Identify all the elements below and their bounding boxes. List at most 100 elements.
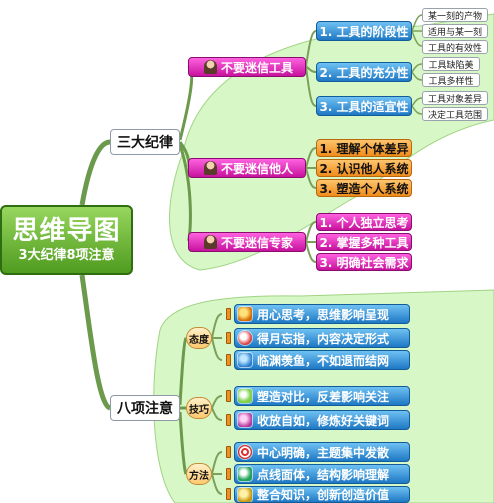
note-leaf[interactable]: 工具的有效性 bbox=[422, 40, 488, 54]
category-attitude[interactable]: 态度 bbox=[186, 327, 212, 349]
group-experts[interactable]: 不要迷信专家 bbox=[188, 232, 306, 252]
item-label: 1. 工具的阶段性 bbox=[319, 24, 409, 39]
note-item[interactable]: 用心思考，思维影响呈现 bbox=[234, 304, 410, 324]
plug-icon bbox=[226, 308, 231, 320]
link-g3-i1 bbox=[305, 221, 317, 243]
note-leaf[interactable]: 某一刻的产物 bbox=[422, 8, 488, 22]
avatar-icon bbox=[203, 60, 217, 74]
link-g1-i1 bbox=[305, 30, 317, 67]
plug-icon bbox=[226, 446, 231, 458]
plug-icon bbox=[226, 332, 231, 344]
note-text: 适用与某一刻 bbox=[427, 27, 482, 38]
note-label: 塑造对比，反差影响关注 bbox=[257, 389, 390, 404]
note-label: 整合知识，创新创造价值 bbox=[257, 488, 390, 502]
note-label: 得月忘指，内容决定形式 bbox=[257, 331, 390, 346]
item-experts-2[interactable]: 2. 掌握多种工具 bbox=[316, 233, 412, 251]
link-b2g2-n1 bbox=[211, 395, 223, 409]
plug-icon bbox=[226, 390, 231, 402]
group-label: 不要迷信工具 bbox=[220, 60, 293, 75]
item-label: 3. 明确社会需求 bbox=[319, 255, 409, 270]
note-text: 工具对象差异 bbox=[427, 94, 482, 105]
group-label: 不要迷信他人 bbox=[220, 161, 293, 176]
item-experts-1[interactable]: 1. 个人独立思考 bbox=[316, 213, 412, 231]
avatar-icon bbox=[203, 161, 217, 175]
branch-label: 三大纪律 bbox=[117, 135, 173, 151]
note-icon bbox=[238, 467, 252, 481]
note-icon bbox=[238, 487, 252, 502]
link-i3-n1 bbox=[411, 97, 423, 107]
note-item[interactable]: 塑造对比，反差影响关注 bbox=[234, 386, 410, 406]
note-leaf[interactable]: 工具对象差异 bbox=[422, 91, 488, 105]
link-b2g3-n3 bbox=[211, 473, 223, 495]
link-i1-n3 bbox=[411, 30, 423, 47]
group-label: 不要迷信专家 bbox=[220, 235, 293, 250]
note-leaf[interactable]: 工具缺陷美 bbox=[422, 57, 480, 71]
item-others-1[interactable]: 1. 理解个体差异 bbox=[316, 139, 412, 157]
note-icon bbox=[238, 353, 252, 367]
item-label: 2. 工具的充分性 bbox=[319, 65, 409, 80]
link-root-branch1 bbox=[79, 139, 111, 206]
note-leaf[interactable]: 工具多样性 bbox=[422, 73, 480, 87]
link-i1-n1 bbox=[411, 14, 423, 32]
note-label: 点线面体，结构影响理解 bbox=[257, 467, 390, 482]
link-i3-n2 bbox=[411, 105, 423, 115]
group-others[interactable]: 不要迷信他人 bbox=[188, 158, 306, 178]
note-icon bbox=[238, 413, 252, 427]
note-icon bbox=[238, 389, 252, 403]
link-g2-i1 bbox=[305, 147, 317, 169]
note-label: 中心明确，主题集中发散 bbox=[257, 445, 390, 460]
note-item[interactable]: 点线面体，结构影响理解 bbox=[234, 464, 410, 484]
note-label: 收放自如，修炼好关键词 bbox=[257, 413, 390, 428]
category-skill[interactable]: 技巧 bbox=[186, 397, 212, 419]
item-label: 3. 工具的适宜性 bbox=[319, 99, 409, 114]
group-tools[interactable]: 不要迷信工具 bbox=[188, 57, 306, 77]
item-label: 2. 认识他人系统 bbox=[319, 161, 409, 176]
note-text: 工具缺陷美 bbox=[428, 60, 474, 71]
item-others-2[interactable]: 2. 认识他人系统 bbox=[316, 159, 412, 177]
plug-icon bbox=[226, 488, 231, 500]
item-others-3[interactable]: 3. 塑造个人系统 bbox=[316, 179, 412, 197]
item-tool-suitability[interactable]: 3. 工具的适宜性 bbox=[316, 96, 412, 116]
note-leaf[interactable]: 决定工具范围 bbox=[422, 107, 488, 121]
root-node[interactable]: 思维导图 3大纪律8项注意 bbox=[0, 205, 133, 275]
root-subtitle: 3大纪律8项注意 bbox=[18, 248, 115, 263]
link-g3-i3 bbox=[305, 241, 317, 263]
note-text: 某一刻的产物 bbox=[427, 11, 482, 22]
avatar-icon bbox=[203, 235, 217, 249]
link-i2-n2 bbox=[411, 71, 423, 81]
link-b2g3-n1 bbox=[211, 451, 223, 475]
note-text: 决定工具范围 bbox=[427, 110, 482, 121]
note-icon bbox=[238, 331, 252, 345]
note-item[interactable]: 中心明确，主题集中发散 bbox=[234, 442, 410, 462]
note-icon bbox=[238, 445, 252, 459]
category-label: 方法 bbox=[189, 470, 209, 482]
note-text: 工具的有效性 bbox=[427, 43, 482, 54]
note-item[interactable]: 临渊羡鱼，不如退而结网 bbox=[234, 350, 410, 370]
link-b2-g3 bbox=[178, 411, 188, 475]
note-item[interactable]: 整合知识，创新创造价值 bbox=[234, 486, 410, 503]
link-root-branch2 bbox=[79, 274, 112, 411]
category-method[interactable]: 方法 bbox=[186, 463, 212, 485]
plug-icon bbox=[226, 414, 231, 426]
category-label: 技巧 bbox=[189, 404, 209, 416]
item-label: 3. 塑造个人系统 bbox=[319, 181, 409, 196]
link-b2-g1 bbox=[178, 336, 188, 406]
link-g2-i3 bbox=[305, 167, 317, 189]
root-title: 思维导图 bbox=[12, 216, 121, 246]
item-tool-sufficiency[interactable]: 2. 工具的充分性 bbox=[316, 62, 412, 82]
item-tool-stage[interactable]: 1. 工具的阶段性 bbox=[316, 21, 412, 41]
item-experts-3[interactable]: 3. 明确社会需求 bbox=[316, 253, 412, 271]
note-item[interactable]: 得月忘指，内容决定形式 bbox=[234, 328, 410, 348]
category-label: 态度 bbox=[189, 334, 209, 346]
note-item[interactable]: 收放自如，修炼好关键词 bbox=[234, 410, 410, 430]
link-b2g1-n3 bbox=[211, 337, 223, 361]
link-b2g2-n2 bbox=[211, 407, 223, 421]
note-icon bbox=[238, 307, 252, 321]
note-text: 工具多样性 bbox=[428, 76, 474, 87]
note-leaf[interactable]: 适用与某一刻 bbox=[422, 24, 488, 38]
link-g1-i3 bbox=[305, 65, 317, 107]
item-label: 2. 掌握多种工具 bbox=[319, 235, 409, 250]
branch-three-disciplines[interactable]: 三大纪律 bbox=[110, 129, 180, 155]
branch-eight-notes[interactable]: 八项注意 bbox=[110, 395, 180, 421]
